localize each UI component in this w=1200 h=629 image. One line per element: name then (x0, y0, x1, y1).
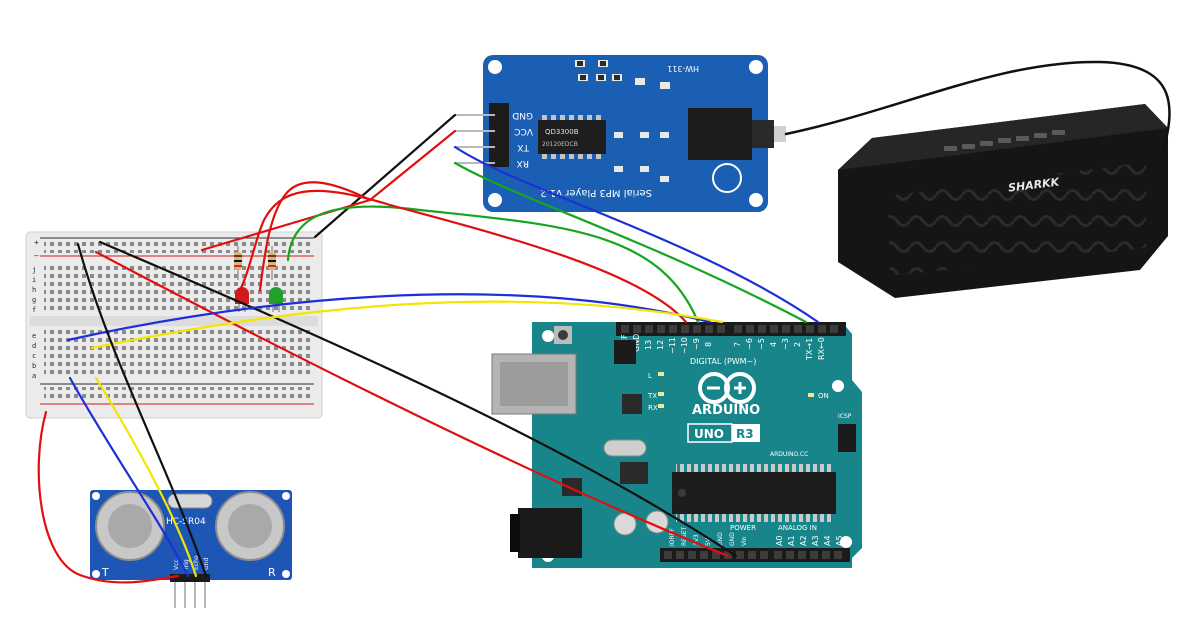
mp3-pin-label: VCC (514, 126, 533, 136)
sensor-pin-gnd: Gnd (203, 558, 210, 570)
digital-section-label: DIGITAL (PWM~) (690, 357, 756, 366)
wire-sensor-trig (66, 293, 712, 342)
pin-label-4: 4 (769, 342, 778, 347)
led-label-tx: TX (647, 392, 657, 400)
sensor-pin-vcc: Vcc (173, 559, 180, 570)
pin-label-12: 12 (656, 340, 665, 350)
pin-label-7: 7 (733, 342, 742, 347)
row-letter: a (32, 372, 36, 380)
power-section-label: POWER (730, 524, 756, 532)
dc-power-jack (510, 508, 582, 558)
rail-plus-label: + (34, 238, 39, 247)
pin-label-8: 8 (704, 342, 713, 347)
power-pin-label: GND (717, 532, 724, 546)
wire-bb-echo (94, 376, 198, 578)
mp3-chip-label: QD3300B (545, 128, 579, 136)
arduino-uno-board: AREF GND 13 12 ~11 ~10 ~9 8 7 ~6 ~5 4 ~3… (491, 322, 862, 568)
row-letter: b (32, 362, 36, 370)
power-pin-label: IOREF (669, 528, 676, 546)
atmega328-chip (672, 464, 836, 522)
pin-label-5: ~5 (757, 338, 766, 350)
row-letter: g (32, 296, 36, 304)
sensor-pin-trig: Trig (183, 559, 190, 571)
audio-jack (688, 108, 786, 193)
wire-5v (94, 250, 730, 558)
wire-mp3-tx (453, 145, 820, 324)
usb-b-connector (491, 353, 577, 415)
power-pin-label: GND (729, 532, 736, 546)
power-pin-label: 3V3 (693, 534, 700, 546)
pin-label-10: ~10 (680, 337, 689, 354)
speaker-brand: SHARKK (1007, 175, 1061, 194)
sensor-pin-echo: Echo (193, 555, 200, 570)
pin-label-11: ~11 (668, 337, 677, 354)
row-letter: h (32, 286, 36, 294)
wire-gnd (98, 240, 738, 558)
row-letter: e (32, 332, 36, 340)
resistor-red-led (234, 246, 242, 280)
wire-mp3-gnd (313, 113, 457, 239)
ultrasonic-sensor: HC-SR04 T R Vcc Trig Echo Gnd (90, 490, 292, 608)
mp3-board-label: Serial MP3 Player v1.2 (540, 187, 652, 198)
pin-label-rx: RX←0 (817, 337, 826, 360)
board-revision: R3 (736, 427, 754, 441)
arduino-wordmark: ARDUINO (692, 403, 760, 418)
mp3-decoder-chip: QD3300B 20120EDCB (538, 115, 606, 159)
analog-pin-a4: A4 (823, 535, 832, 546)
speaker-cable (784, 60, 1171, 157)
wire-mp3-rx (453, 161, 808, 324)
mp3-pin-label: GND (512, 110, 533, 120)
pin-label-gnd: GND (632, 334, 641, 352)
led-label-on: ON (818, 392, 829, 400)
wire-bb-gnd (76, 242, 208, 578)
board-model: UNO (694, 427, 724, 441)
transducer-right (215, 491, 285, 561)
analog-section-label: ANALOG IN (778, 524, 817, 532)
wires (37, 60, 1171, 584)
analog-pin-a1: A1 (787, 535, 796, 546)
pin-label-13: 13 (644, 340, 653, 350)
led-label-rx: RX (648, 404, 658, 412)
analog-pin-a5: A5 (835, 535, 844, 546)
row-letter: d (32, 342, 36, 350)
mp3-pin-label: TX (517, 142, 530, 152)
pin-label-6: ~6 (745, 338, 754, 350)
wire-mp3-vcc (258, 129, 457, 292)
row-letter: i (32, 276, 36, 284)
wire-sensor-echo (90, 300, 724, 350)
power-pin-label: 5V (705, 537, 712, 546)
sensor-transmit-label: T (101, 566, 109, 579)
mp3-pin-label: RX (517, 158, 529, 168)
analog-pin-a3: A3 (811, 535, 820, 546)
wire-bb-vcc (37, 410, 180, 584)
analog-pin-a0: A0 (775, 535, 784, 546)
icsp-label: ICSP (838, 413, 852, 420)
analog-pin-a2: A2 (799, 535, 808, 546)
row-letter: f (32, 306, 36, 314)
pin-label-3: ~3 (781, 338, 790, 350)
wire-led-red-signal (238, 189, 688, 324)
power-pin-label: Vin (741, 536, 748, 546)
pin-label-2: 2 (793, 342, 802, 347)
pin-label-9: ~9 (692, 338, 701, 350)
resistor-green-led (268, 246, 276, 280)
mp3-chip-code: 20120EDCB (542, 141, 578, 148)
row-letter: j (32, 266, 36, 274)
mp3-model-label: HW-311 (667, 64, 699, 73)
pin-label-tx: TX→1 (805, 338, 814, 361)
wire-bb-trig (68, 376, 190, 578)
wire-led-green-signal (286, 205, 700, 324)
bluetooth-speaker: SHARKK (838, 104, 1168, 298)
site-label: ARDUINO.CC (770, 451, 808, 458)
rail-minus-label: – (34, 251, 39, 260)
sensor-receive-label: R (268, 566, 276, 579)
row-letter: c (32, 352, 36, 360)
arduino-logo (698, 372, 756, 404)
transducer-left (95, 491, 165, 561)
power-pin-label: RESET (681, 526, 688, 546)
breadboard: + – j i h g f e d c b a (25, 231, 323, 419)
mp3-player-module: GND VCC TX RX QD3300B 20120EDCB (455, 55, 786, 212)
led-label-l: L (648, 372, 652, 380)
